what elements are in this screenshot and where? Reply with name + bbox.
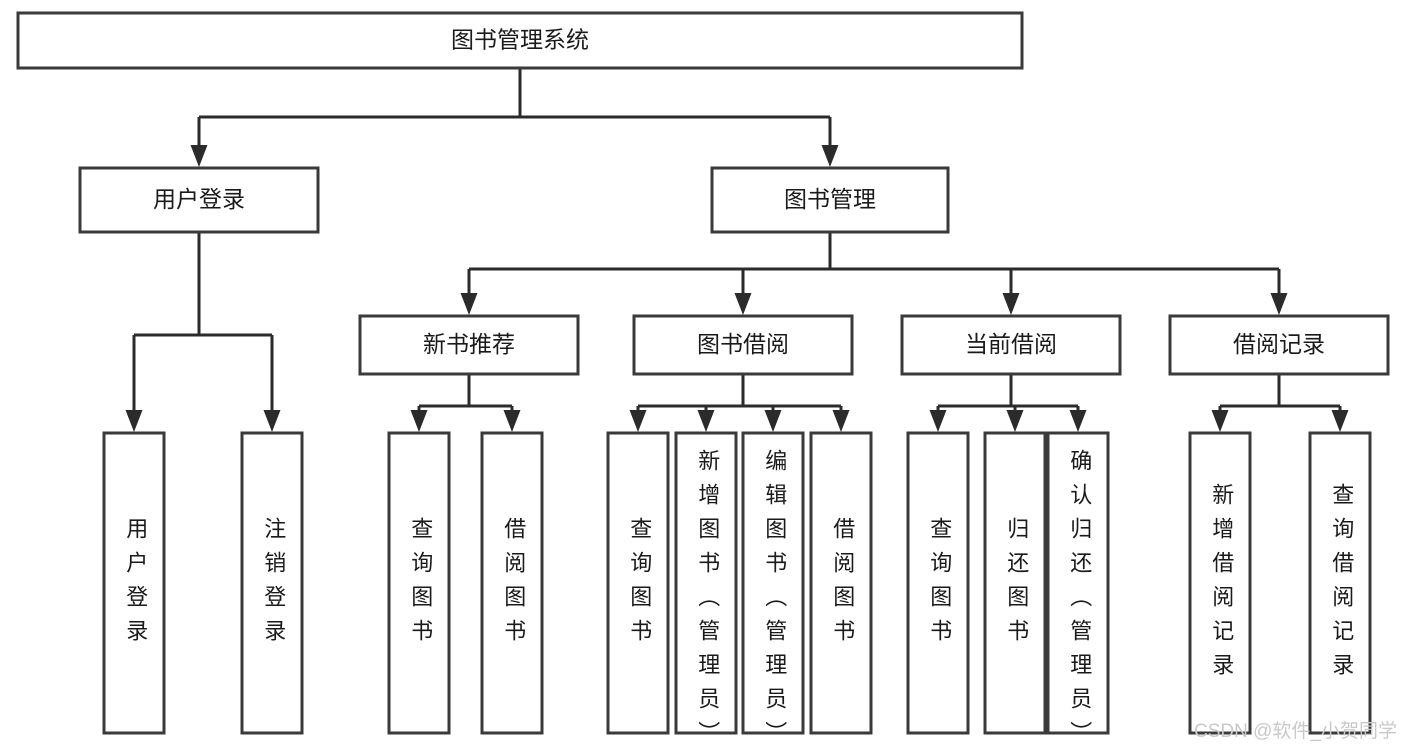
connector-group-root	[190, 68, 839, 167]
arrow-head-icon	[1002, 293, 1020, 315]
node-login[interactable]: 用户登录	[78, 166, 320, 234]
node-b_lend[interactable]: 借阅图书	[809, 431, 873, 735]
connector-layer	[125, 68, 1349, 432]
node-label: 新书推荐	[423, 331, 515, 357]
arrow-head-icon	[764, 410, 782, 432]
arrow-head-icon	[410, 410, 428, 432]
arrow-head-icon	[1006, 410, 1024, 432]
node-records[interactable]: 借阅记录	[1168, 314, 1390, 376]
node-label: 编辑图书（管理员）	[762, 449, 787, 745]
node-b_edit[interactable]: 编辑图书（管理员）	[741, 431, 805, 745]
node-r_add[interactable]: 新增借阅记录	[1188, 431, 1252, 735]
node-c_return[interactable]: 归还图书	[983, 431, 1047, 735]
node-label: 图书借阅	[697, 331, 789, 357]
node-box[interactable]	[240, 431, 304, 735]
node-r_query[interactable]: 查询借阅记录	[1308, 431, 1372, 735]
node-label: 确认归还（管理员）	[1067, 449, 1092, 745]
connector-group-login	[125, 232, 281, 432]
node-borrow[interactable]: 图书借阅	[632, 314, 854, 376]
node-label: 归还图书	[1004, 517, 1029, 643]
arrow-head-icon	[929, 410, 947, 432]
node-box[interactable]	[674, 431, 738, 735]
node-box[interactable]	[809, 431, 873, 735]
node-box[interactable]	[102, 431, 166, 735]
arrow-head-icon	[1069, 410, 1087, 432]
node-label: 注销登录	[261, 517, 286, 643]
node-l_login[interactable]: 用户登录	[102, 431, 166, 735]
node-box[interactable]	[900, 314, 1122, 376]
arrow-head-icon	[1211, 410, 1229, 432]
node-label: 查询借阅记录	[1329, 483, 1354, 677]
node-c_confirm[interactable]: 确认归还（管理员）	[1046, 431, 1110, 745]
arrow-head-icon	[821, 145, 839, 167]
node-current[interactable]: 当前借阅	[900, 314, 1122, 376]
arrow-head-icon	[190, 145, 208, 167]
arrow-head-icon	[629, 410, 647, 432]
node-box[interactable]	[983, 431, 1047, 735]
node-root[interactable]: 图书管理系统	[16, 11, 1024, 70]
node-box[interactable]	[632, 314, 854, 376]
node-n_borrow[interactable]: 借阅图书	[480, 431, 544, 735]
connector-group-bookmgr	[460, 232, 1288, 315]
node-label: 用户登录	[153, 186, 245, 212]
node-box[interactable]	[1308, 431, 1372, 735]
arrow-head-icon	[697, 410, 715, 432]
node-label: 图书管理系统	[451, 27, 589, 53]
node-label: 当前借阅	[965, 331, 1057, 357]
node-box[interactable]	[480, 431, 544, 735]
node-label: 查询图书	[408, 517, 433, 643]
node-box[interactable]	[16, 11, 1024, 70]
node-label: 新增借阅记录	[1209, 483, 1234, 677]
connector-group-borrow	[629, 374, 850, 432]
node-layer: 图书管理系统用户登录图书管理新书推荐图书借阅当前借阅借阅记录用户登录注销登录查询…	[16, 11, 1390, 745]
node-bookmgr[interactable]: 图书管理	[710, 166, 950, 234]
node-l_logout[interactable]: 注销登录	[240, 431, 304, 735]
node-label: 借阅图书	[501, 517, 526, 643]
arrow-head-icon	[1270, 293, 1288, 315]
node-box[interactable]	[906, 431, 970, 735]
node-b_query[interactable]: 查询图书	[606, 431, 670, 735]
node-box[interactable]	[1046, 431, 1110, 735]
arrow-head-icon	[503, 410, 521, 432]
node-box[interactable]	[1188, 431, 1252, 735]
node-label: 用户登录	[123, 517, 148, 643]
arrow-head-icon	[734, 293, 752, 315]
node-label: 查询图书	[927, 517, 952, 643]
node-newbook[interactable]: 新书推荐	[358, 314, 580, 376]
node-box[interactable]	[1168, 314, 1390, 376]
node-box[interactable]	[78, 166, 320, 234]
node-b_add[interactable]: 新增图书（管理员）	[674, 431, 738, 745]
arrow-head-icon	[460, 293, 478, 315]
node-box[interactable]	[387, 431, 451, 735]
connector-group-records	[1211, 374, 1349, 432]
node-box[interactable]	[606, 431, 670, 735]
arrow-head-icon	[1331, 410, 1349, 432]
node-label: 借阅记录	[1233, 331, 1325, 357]
arrow-head-icon	[125, 410, 143, 432]
arrow-head-icon	[263, 410, 281, 432]
arrow-head-icon	[832, 410, 850, 432]
node-label: 新增图书（管理员）	[695, 449, 720, 745]
connector-group-current	[929, 374, 1087, 432]
node-label: 查询图书	[627, 517, 652, 643]
connector-group-newbook	[410, 374, 521, 432]
node-c_query[interactable]: 查询图书	[906, 431, 970, 735]
node-box[interactable]	[358, 314, 580, 376]
node-label: 借阅图书	[830, 517, 855, 643]
node-box[interactable]	[710, 166, 950, 234]
node-n_query[interactable]: 查询图书	[387, 431, 451, 735]
node-label: 图书管理	[784, 186, 876, 212]
node-box[interactable]	[741, 431, 805, 735]
